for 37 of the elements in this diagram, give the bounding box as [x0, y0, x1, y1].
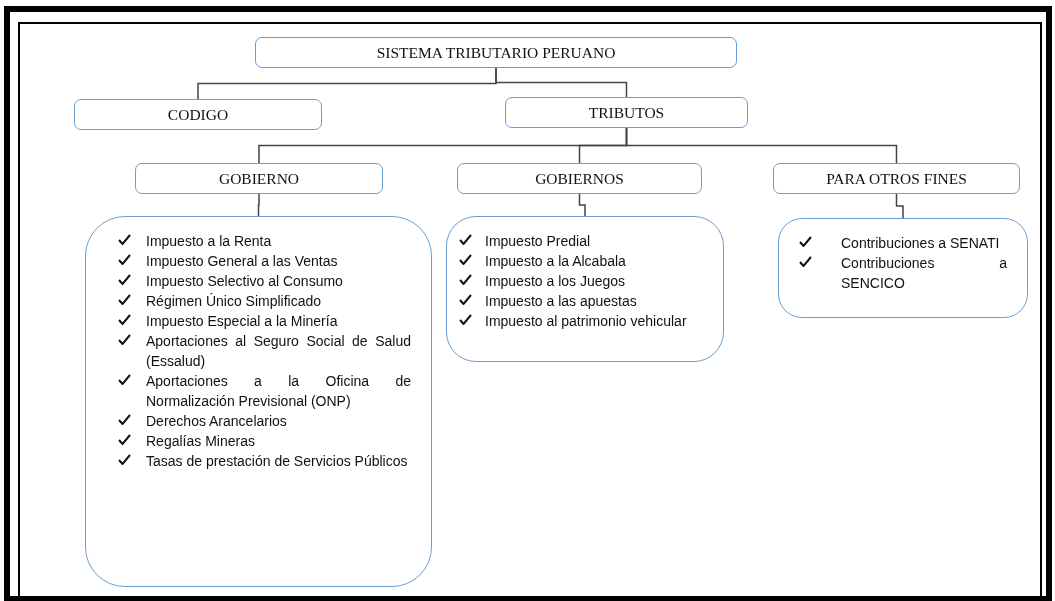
list-item: Impuesto a las apuestas	[485, 292, 638, 311]
header-box	[505, 97, 748, 128]
header-box	[457, 163, 702, 194]
header-text: PARA OTROS FINES	[826, 169, 967, 188]
list-card	[446, 216, 724, 362]
list-card	[85, 216, 432, 587]
list-item: Contribuciones a SENCICO	[841, 254, 1007, 293]
list-item: Impuesto a la Alcabala	[485, 252, 627, 271]
header-text: GOBIERNOS	[535, 169, 624, 188]
header-text: SISTEMA TRIBUTARIO PERUANO	[376, 43, 616, 62]
list-item: Impuesto al patrimonio vehicular	[485, 312, 688, 331]
header-box	[773, 163, 1020, 194]
list-item: Derechos Arancelarios	[146, 412, 288, 431]
list-item: Impuesto a los Juegos	[485, 272, 627, 291]
header-text: CODIGO	[167, 105, 229, 124]
list-item: Tasas de prestación de Servicios Públicos	[146, 452, 409, 471]
header-text: GOBIERNO	[218, 169, 300, 188]
list-item: Impuesto Especial a la Minería	[146, 312, 339, 331]
connector-line	[578, 193, 586, 217]
list-item: Impuesto General a las Ventas	[146, 252, 339, 271]
list-item: Impuesto Selectivo al Consumo	[146, 272, 344, 291]
header-box	[255, 37, 737, 68]
list-item: Impuesto Predial	[485, 232, 592, 251]
header-text: TRIBUTOS	[588, 103, 665, 122]
list-item: Contribuciones a SENATI	[841, 234, 1001, 253]
list-item: Aportaciones a la Oficina de Normalización Previsional (ONP)	[146, 372, 411, 411]
connector-line	[895, 193, 904, 219]
list-item: Régimen Único Simplificado	[146, 292, 323, 311]
list-card	[778, 218, 1028, 318]
header-box	[74, 99, 322, 130]
list-item: Aportaciones al Seguro Social de Salud (Essalud)	[146, 332, 411, 371]
list-item: Impuesto a la Renta	[146, 232, 273, 251]
header-box	[135, 163, 383, 194]
list-item: Regalías Mineras	[146, 432, 256, 451]
connector-line	[257, 193, 260, 217]
connector-line	[495, 67, 628, 98]
connector-line	[625, 127, 898, 164]
